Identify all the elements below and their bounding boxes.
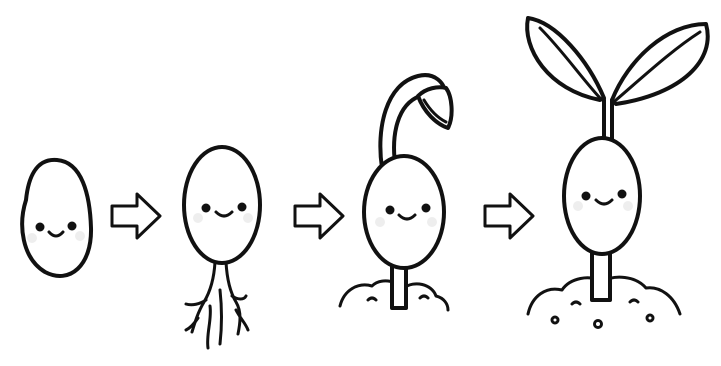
stem [592, 252, 610, 300]
pebble [595, 321, 602, 328]
eye-left [582, 192, 591, 201]
stage-seed [22, 160, 91, 276]
eye-right [68, 222, 77, 231]
stage-seedling [527, 18, 708, 328]
blush-left [193, 213, 203, 223]
leaf-left [527, 18, 604, 100]
blush-right [623, 201, 633, 211]
stage-sprout [340, 75, 452, 310]
eye-right [238, 203, 247, 212]
eye-right [618, 190, 627, 199]
eye-left [386, 206, 395, 215]
hooked-shoot [380, 75, 451, 170]
seed-body [184, 147, 260, 263]
stage-germinating-seed [184, 147, 260, 348]
right-arrow-icon [295, 194, 343, 238]
upper-stem [604, 100, 612, 140]
blush-left [573, 201, 583, 211]
leaf-right [612, 24, 708, 104]
blush-left [27, 233, 37, 243]
blush-right [75, 231, 85, 241]
blush-right [243, 213, 253, 223]
seed-body [364, 156, 444, 268]
pebble [647, 315, 653, 321]
eye-right [422, 204, 431, 213]
pebble [552, 317, 558, 323]
eye-left [36, 223, 45, 232]
blush-left [375, 217, 385, 227]
seed-body [564, 138, 640, 254]
roots [186, 262, 248, 348]
eye-left [202, 204, 211, 213]
right-arrow-icon [485, 194, 533, 238]
blush-right [427, 217, 437, 227]
right-arrow-icon [112, 194, 160, 238]
seed-body [22, 160, 91, 276]
